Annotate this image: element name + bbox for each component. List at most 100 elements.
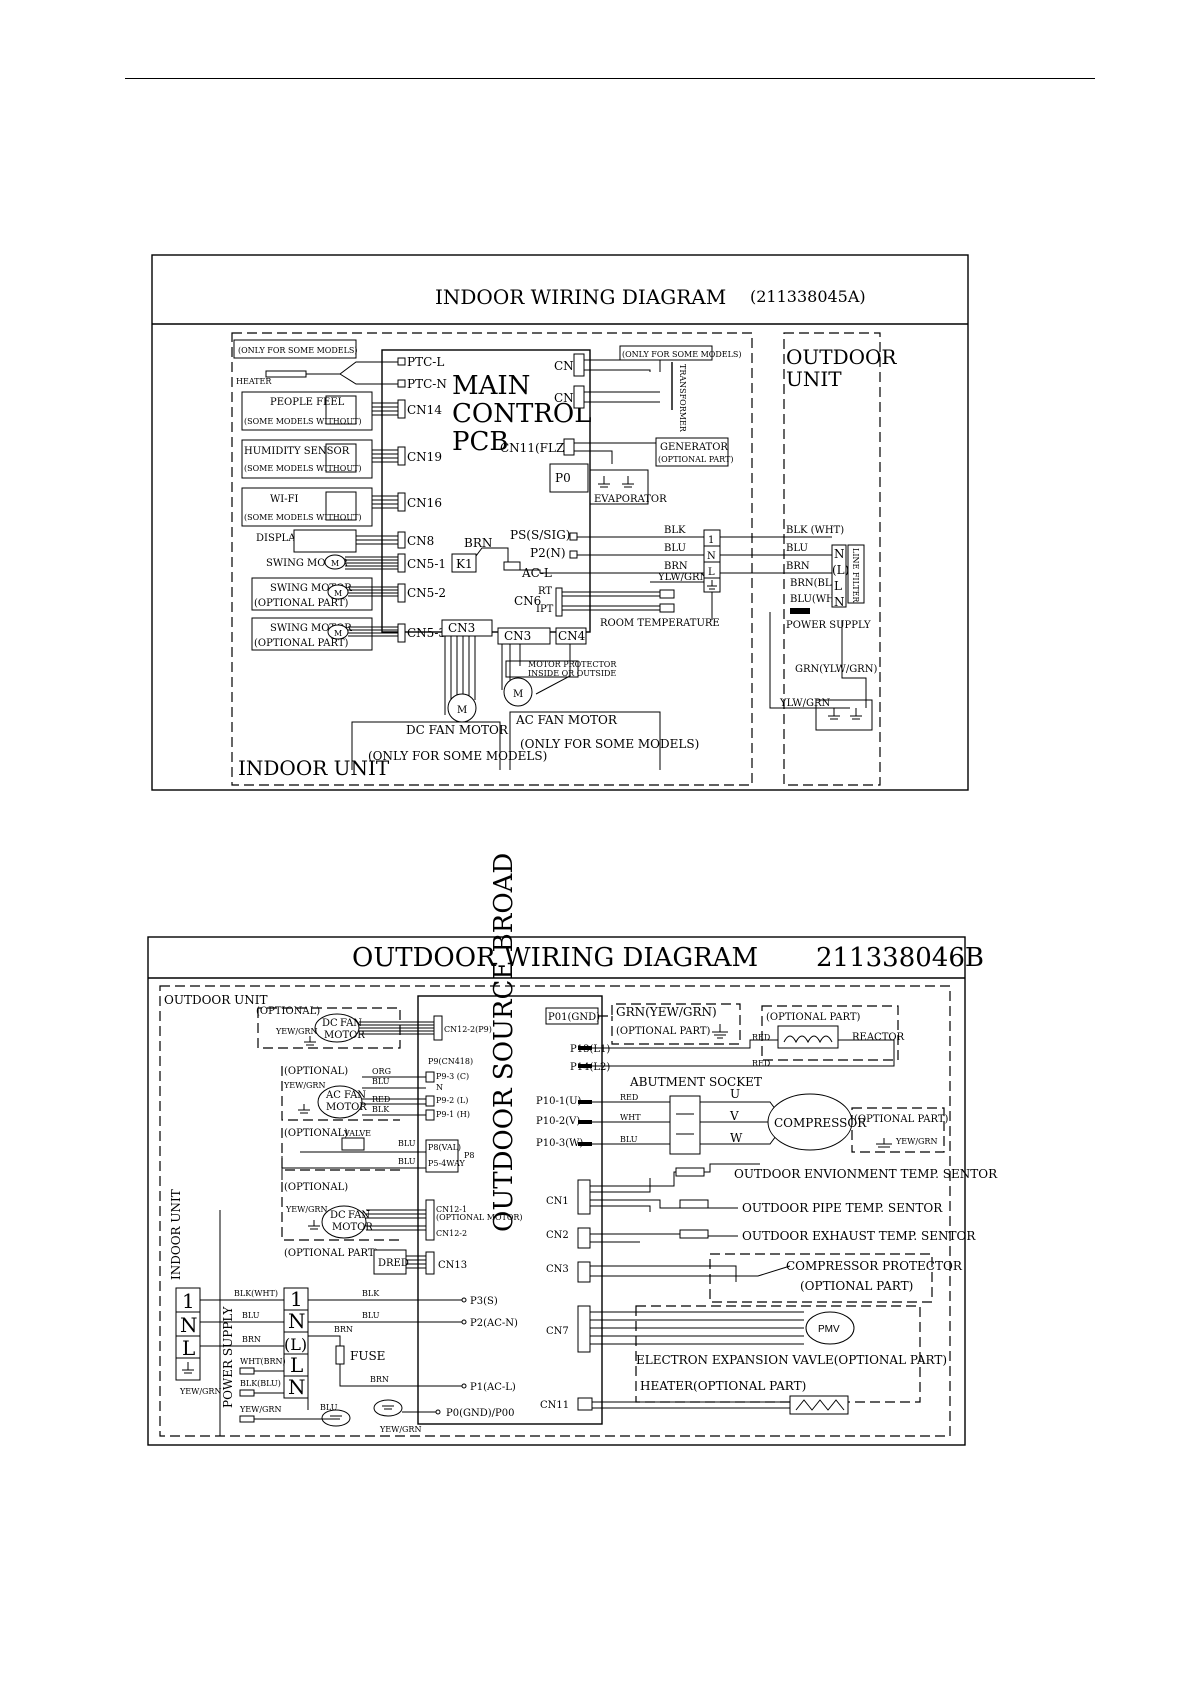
cn2-connector <box>573 385 585 409</box>
ptc-n-label: PTC-N <box>407 377 447 391</box>
dc-fan-2-ground-icon <box>308 1220 320 1230</box>
reactor-optional-frame <box>761 1005 899 1061</box>
comp-ground-frame <box>851 1107 945 1153</box>
heater-wire-l <box>306 361 398 375</box>
p9-2-label: P9-2 (L) <box>436 1096 468 1105</box>
swing-motor-2-note: (OPTIONAL PART) <box>254 598 348 609</box>
line-filter-box <box>847 544 865 604</box>
cn5-3-label: CN5-3 <box>407 626 446 640</box>
cn5-1-label: CN5-1 <box>407 557 446 571</box>
room-temp-label: ROOM TEMPERATURE <box>600 618 720 629</box>
outdoor-wiring-diagram: OUTDOOR WIRING DIAGRAM 211338046B OUTDOO… <box>147 853 998 1446</box>
pcb-label-1: MAIN <box>452 371 530 401</box>
cn13-label: CN13 <box>438 1260 467 1271</box>
p0-ground-icon-b <box>373 1399 403 1417</box>
swing-motor-3-label: SWING MOTOR <box>270 623 352 634</box>
reactor-red-1: RED <box>752 1033 770 1042</box>
outdoor-terminal-block <box>831 544 847 608</box>
p0-ground-icon-a <box>321 1409 351 1427</box>
pmv-wires <box>590 1311 804 1345</box>
outdoor-frame <box>147 936 966 1446</box>
humidity-group <box>241 439 373 479</box>
fuse-icon <box>335 1345 345 1365</box>
out-terminal-n: N <box>834 547 845 561</box>
people-feel-note: (SOME MODELS WITHOUT) <box>244 417 362 426</box>
power-supply-plug <box>790 608 810 614</box>
compressor-label: COMPRESSOR <box>774 1116 867 1130</box>
rt-label: RT <box>538 586 552 597</box>
outdoor-unit-label-1: OUTDOOR <box>786 345 897 369</box>
cn5-2-connector <box>397 583 406 603</box>
cn11-label: CN11 <box>540 1400 569 1411</box>
cn6-wires <box>562 591 660 611</box>
cn14-wires <box>372 402 398 416</box>
cn1-label: CN1 <box>546 1196 569 1207</box>
indoor-code: (211338045A) <box>750 287 866 306</box>
pipe-sensor-wire-b <box>590 1205 651 1212</box>
dc-fan-2-label-3: MOTOR <box>332 1222 373 1233</box>
indoor-title: INDOOR WIRING DIAGRAM <box>435 285 726 309</box>
wire-brn <box>520 569 704 574</box>
cn12-1-label: CN12-1 <box>436 1205 467 1214</box>
outdoor-unit-label-2: UNIT <box>786 367 842 391</box>
cn11-wire-b <box>574 450 613 464</box>
board-label: OUTDOOR SOURCE BROAD <box>489 853 519 1232</box>
p10-2-label: P10-2(V) <box>536 1116 580 1127</box>
cn14-label: CN14 <box>407 403 442 417</box>
dc-fan-top-label-2: FAN <box>340 1018 362 1029</box>
w-label: W <box>730 1131 743 1145</box>
dc-fan-2-optional-part: (OPTIONAL PART) <box>284 1248 378 1259</box>
comp-red: RED <box>620 1093 638 1102</box>
reactor-label: REACTOR <box>852 1032 905 1043</box>
outdoor-unit-border <box>783 332 881 786</box>
cn8-label: CN8 <box>407 534 434 548</box>
p9-2-terminal <box>425 1095 435 1107</box>
out-terminal-n2: N <box>834 595 845 609</box>
p3-terminal <box>461 1297 467 1303</box>
cn19-label: CN19 <box>407 450 442 464</box>
ac-fan-yew-grn: YEW/GRN <box>283 1081 325 1090</box>
pipe-temp-label: OUTDOOR PIPE TEMP. SENTOR <box>742 1201 943 1215</box>
ps-brn: BRN <box>242 1335 261 1344</box>
pipe-temp-sensor <box>679 1199 709 1209</box>
generator-label: GENERATOR <box>660 442 728 453</box>
p8-label: P8 <box>464 1151 474 1160</box>
humidity-note: (SOME MODELS WITHOUT) <box>244 464 362 473</box>
dc-fan-note: (ONLY FOR SOME MODELS) <box>368 749 547 763</box>
comp-ground-icon <box>876 1138 892 1148</box>
outdoor-title: OUTDOOR WIRING DIAGRAM <box>352 943 758 973</box>
cn2-label: CN2 <box>546 1230 569 1241</box>
ps-label: PS(S/SIG) <box>510 528 570 542</box>
reactor-optional: (OPTIONAL PART) <box>766 1012 860 1023</box>
outdoor-terminal-1b: 1 <box>290 1287 303 1311</box>
dc-fan-note-frame <box>351 721 501 770</box>
ac-fan-note-frame <box>509 711 661 770</box>
dc-fan-optional-frame <box>257 1007 401 1049</box>
ipt-label: IPT <box>536 604 554 615</box>
exhaust-temp-label: OUTDOOR EXHAUST TEMP. SENTOR <box>742 1229 976 1243</box>
generator-note: (OPTIONAL PART) <box>658 455 734 464</box>
dc-fan-top-yew-grn: YEW/GRN <box>275 1027 317 1036</box>
cn11-connector <box>577 1397 593 1411</box>
p01-label: P01(GND) <box>548 1012 600 1023</box>
reactor-coil-path <box>783 1035 833 1044</box>
grn-yew-label: GRN(YEW/GRN) <box>616 1005 717 1019</box>
ac-fan-blu: BLU <box>372 1077 390 1086</box>
cn7-label: CN7 <box>546 1326 569 1337</box>
swing-motor-1-icon <box>324 554 346 570</box>
dc-fan-top-wires <box>359 1021 434 1035</box>
p10-1-label: P10-1(U) <box>536 1096 582 1107</box>
cn16-connector <box>397 492 406 512</box>
indoor-wiring-diagram: INDOOR WIRING DIAGRAM (211338045A) OUTDO… <box>151 254 969 791</box>
ac-fan-note: (ONLY FOR SOME MODELS) <box>520 737 699 751</box>
out-blu-label: BLU <box>786 543 808 554</box>
ac-fan-motor-label: AC FAN MOTOR <box>515 713 618 727</box>
swing-motor-3-icon <box>327 624 349 640</box>
p1-label: P1(AC-L) <box>470 1382 516 1393</box>
abutment-label: ABUTMENT SOCKET <box>629 1075 762 1089</box>
humidity-label: HUMIDITY SENSOR <box>244 446 350 457</box>
reactor-red-2: RED <box>752 1059 770 1068</box>
env-sensor-wire-b <box>590 1178 651 1193</box>
dc-fan-motor-2-icon <box>321 1205 367 1239</box>
ptc-n-terminal <box>397 379 406 388</box>
